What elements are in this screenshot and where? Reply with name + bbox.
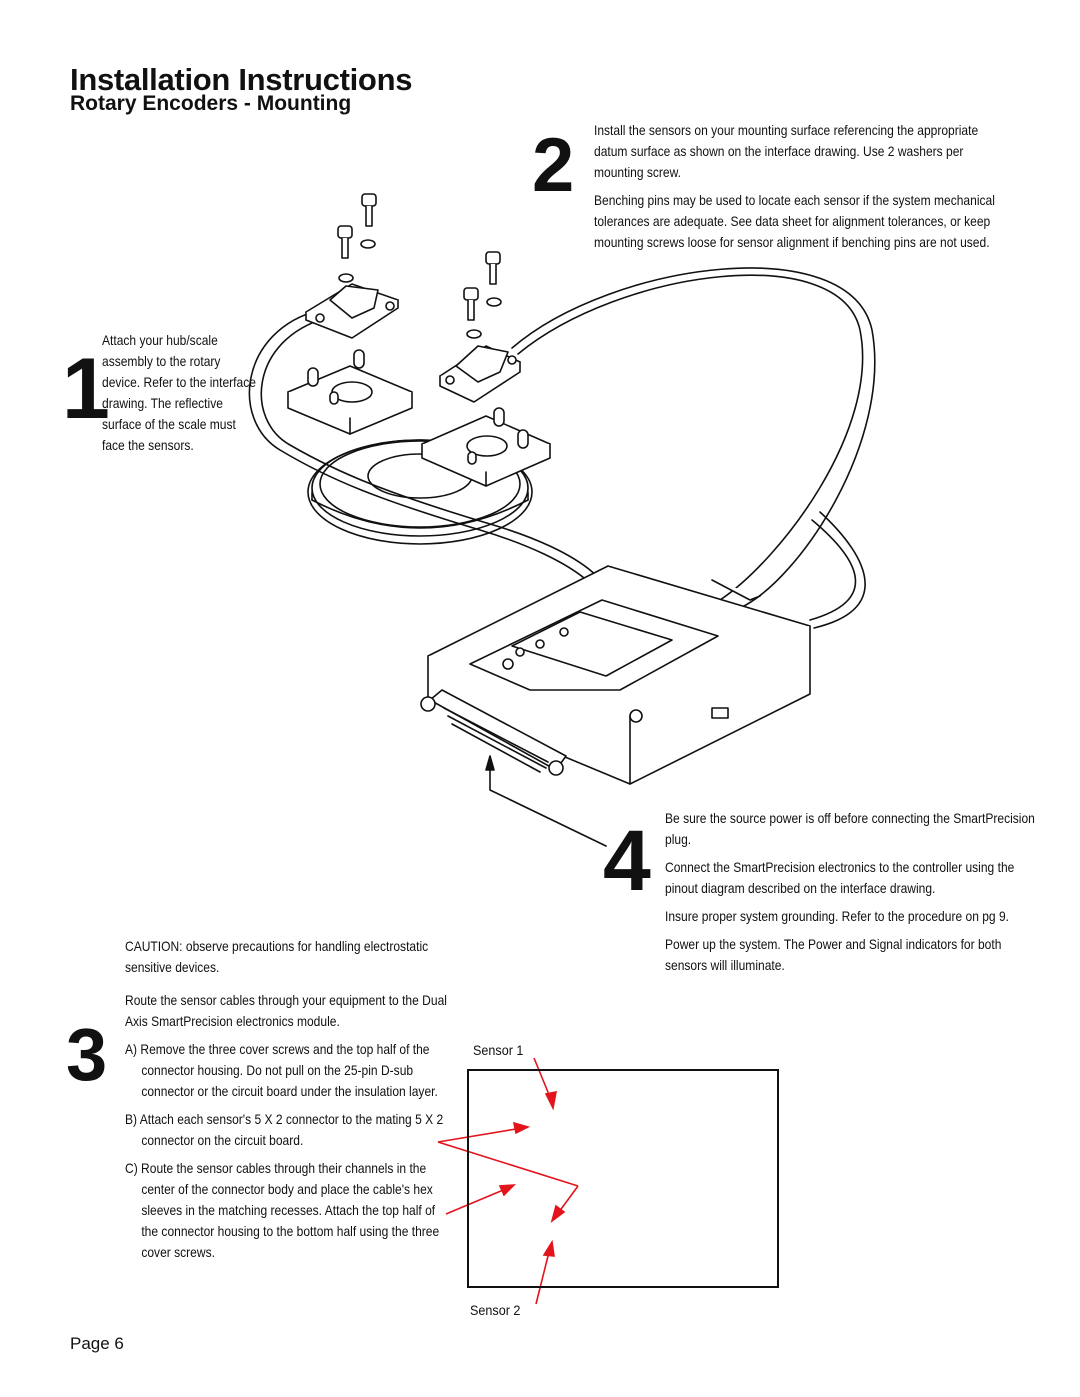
page-title: Installation Instructions [70, 62, 413, 97]
callout-line [489, 761, 607, 847]
step-1-instruction: Attach your hub/scale assembly to the ro… [102, 332, 256, 453]
dsub-connector [420, 689, 567, 776]
step-4-text: Be sure the source power is off before c… [665, 808, 1043, 983]
sensor-arrows [437, 1057, 579, 1305]
sensor-cables [248, 267, 876, 629]
step-2-text: Install the sensors on your mounting sur… [594, 120, 1007, 260]
step-4-paragraph-4: Power up the system. The Power and Signa… [665, 936, 1002, 973]
mounting-block-right [421, 407, 551, 487]
connector-detail-box [467, 1069, 779, 1288]
callout-arrowhead [485, 755, 495, 771]
step-2-number: 2 [532, 123, 575, 208]
sensor-right [439, 345, 521, 403]
page-subtitle: Rotary Encoders - Mounting [70, 92, 352, 115]
electronics-module [427, 565, 811, 785]
step-4-number: 4 [603, 813, 651, 909]
step-4-paragraph-3: Insure proper system grounding. Refer to… [665, 908, 1010, 924]
mounting-block-left [287, 349, 413, 435]
sensor-left [305, 283, 399, 339]
step-4-paragraph-1: Be sure the source power is off before c… [665, 810, 1035, 847]
step-3-c: C) Route the sensor cables through their… [125, 1160, 440, 1260]
caution-note: CAUTION: observe precautions for handlin… [125, 938, 429, 975]
sensor-2-label: Sensor 2 [470, 1302, 521, 1318]
sensor-1-label: Sensor 1 [473, 1042, 524, 1058]
step-2-paragraph-1: Install the sensors on your mounting sur… [594, 122, 979, 180]
page-number: Page 6 [70, 1334, 124, 1353]
mounting-screws [337, 193, 502, 339]
step-4-paragraph-2: Connect the SmartPrecision electronics t… [665, 859, 1015, 896]
step-3-route: Route the sensor cables through your equ… [125, 992, 447, 1029]
step-3-number: 3 [66, 1013, 108, 1096]
step-2-paragraph-2: Benching pins may be used to locate each… [594, 192, 995, 250]
step-3-b: B) Attach each sensor's 5 X 2 connector … [125, 1111, 444, 1148]
step-1-number: 1 [62, 341, 110, 437]
step-1-text: Attach your hub/scale assembly to the ro… [102, 330, 257, 463]
scale-disk [307, 439, 533, 545]
step-3-a: A) Remove the three cover screws and the… [125, 1041, 438, 1099]
step-3-text: CAUTION: observe precautions for handlin… [125, 936, 452, 1270]
